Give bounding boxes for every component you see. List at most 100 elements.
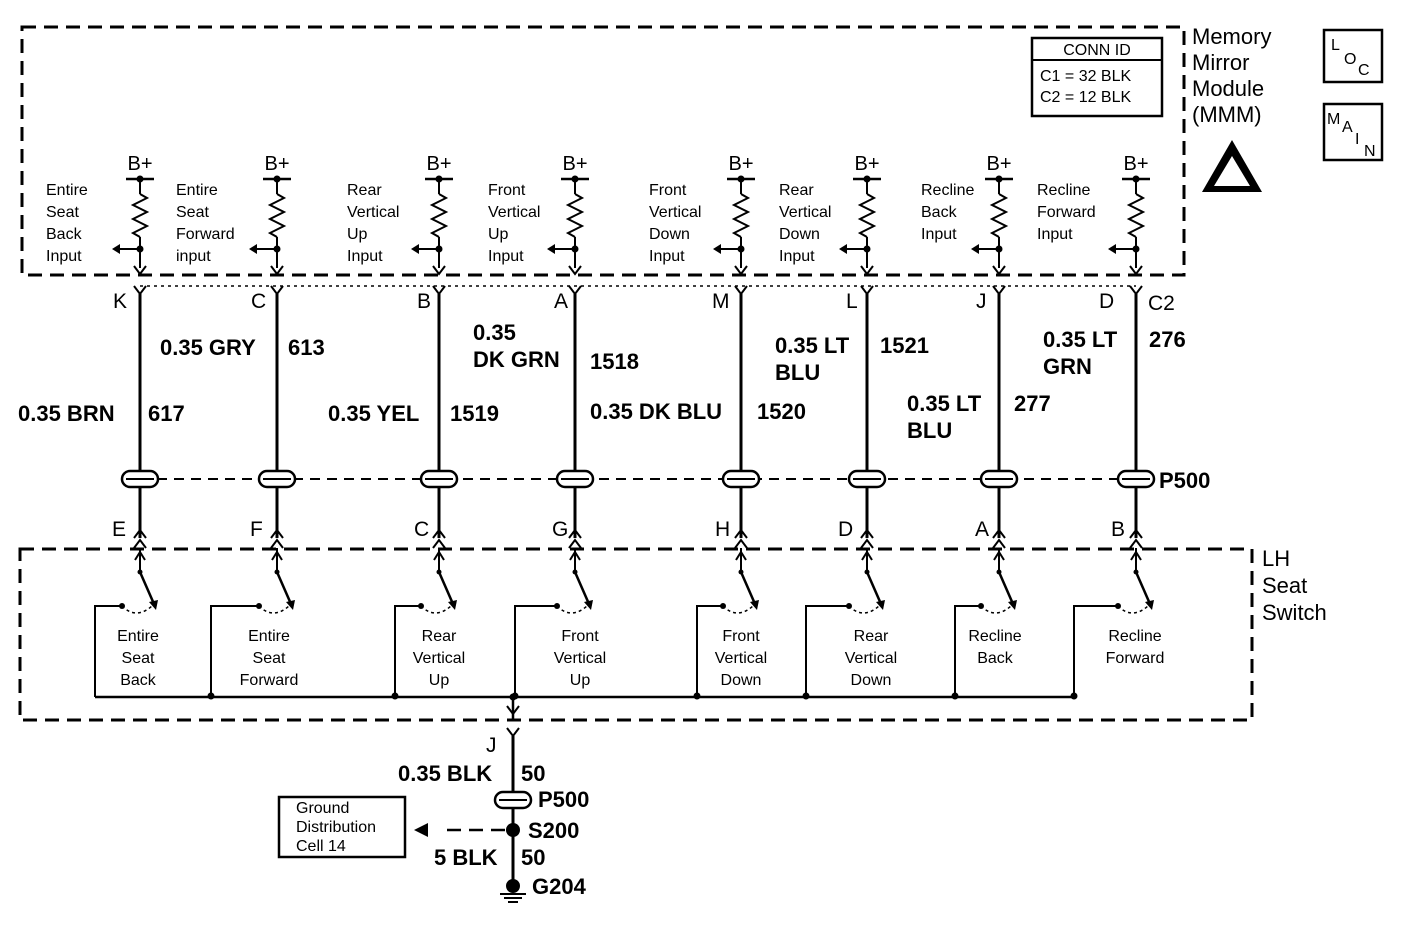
switch-arrow	[861, 550, 873, 561]
circuit-number: 613	[288, 335, 325, 360]
module-name: Mirror	[1192, 50, 1249, 75]
switch-name: Seat	[1262, 573, 1307, 598]
module-pin-chevron	[432, 265, 446, 276]
module-input-label: Seat	[46, 204, 79, 221]
switch-pin-letter: H	[715, 518, 730, 541]
switch-blade	[865, 571, 883, 605]
switch-blade-tip	[1145, 600, 1154, 610]
wire-color-label: 0.35 LT	[1043, 327, 1118, 352]
pullup-resistor	[857, 193, 877, 238]
switch-position-label: Back	[120, 672, 157, 689]
module-pin-chevron	[992, 265, 1006, 276]
module-pin-chevron	[1129, 265, 1143, 276]
switch-ground-lead	[210, 605, 259, 697]
wire-color-label: BLU	[775, 360, 820, 385]
switch-enclosure	[18, 547, 1254, 722]
switch-ground-lead	[94, 605, 122, 697]
switch-name: LH	[1262, 546, 1290, 571]
ground-p500-label: P500	[538, 787, 589, 812]
switch-blade-tip	[448, 600, 457, 610]
switch-pin-letter: E	[112, 518, 126, 541]
circuit-number: 276	[1149, 327, 1186, 352]
circuit-number: 277	[1014, 391, 1051, 416]
module-pin-chevron	[568, 265, 582, 276]
wire-color-label: 0.35 DK BLU	[590, 399, 722, 424]
module-input-label: Entire	[46, 182, 88, 199]
loc-letter: O	[1344, 51, 1356, 68]
switch-blade	[138, 571, 156, 605]
ground-reference-label: Ground	[296, 800, 349, 817]
module-input-label: Input	[46, 248, 82, 265]
switch-position-label: Entire	[117, 628, 159, 645]
pullup-resistor	[429, 193, 449, 238]
ground-wire2-color: 5 BLK	[434, 845, 498, 870]
switch-pin-chevron	[734, 528, 748, 539]
wire-color-label: 0.35 LT	[907, 391, 982, 416]
module-input-label: Forward	[1037, 204, 1096, 221]
switch-blade	[997, 571, 1015, 605]
input-arrow-head	[839, 244, 847, 254]
ground-point-node	[506, 879, 520, 893]
input-arrow-head	[1108, 244, 1116, 254]
switch-position-label: Back	[977, 650, 1014, 667]
circuit-number: 1519	[450, 401, 499, 426]
loc-icon	[1322, 28, 1384, 84]
ground-pin-chevron	[506, 727, 520, 738]
conn-id-line: C1 = 32 BLK	[1040, 68, 1132, 85]
switch-pin-chevron	[133, 528, 147, 539]
switch-blade	[1134, 571, 1152, 605]
conn-id-title: CONN ID	[1063, 42, 1131, 59]
module-pin-letter: L	[846, 290, 858, 313]
module-enclosure	[20, 25, 1186, 277]
splice-label: S200	[528, 818, 579, 843]
wire-color-label: 0.35 LT	[775, 333, 850, 358]
pullup-resistor	[267, 193, 287, 238]
circuit-number: 1520	[757, 399, 806, 424]
wire-color-label: 0.35	[473, 320, 516, 345]
module-pin-chevron	[133, 285, 147, 296]
switch-position-label: Seat	[253, 650, 286, 667]
switch-pin-chevron	[270, 528, 284, 539]
ground-bus-node	[509, 693, 517, 701]
module-input-label: Input	[1037, 226, 1073, 243]
switch-position-label: Recline	[1108, 628, 1161, 645]
circuit-number: 617	[148, 401, 185, 426]
switch-blade	[739, 571, 757, 605]
switch-arrow	[271, 550, 283, 561]
switch-blade-tip	[286, 600, 295, 610]
switch-pin-letter: F	[250, 518, 263, 541]
wire-color-label: 0.35 YEL	[328, 401, 419, 426]
switch-dashed-arc	[980, 605, 1012, 614]
module-pin-chevron	[568, 285, 582, 296]
b-plus-label: B+	[264, 153, 289, 175]
switch-dashed-arc	[556, 605, 588, 614]
switch-blade-tip	[750, 600, 759, 610]
switch-dashed-arc	[722, 605, 754, 614]
module-name: Module	[1192, 76, 1264, 101]
module-pin-letter: J	[976, 290, 987, 313]
switch-position-label: Up	[570, 672, 591, 689]
module-pin-chevron	[860, 265, 874, 276]
switch-pin-chevron	[860, 538, 874, 549]
switch-pin-chevron	[992, 538, 1006, 549]
module-pin-chevron	[270, 265, 284, 276]
module-input-label: Vertical	[347, 204, 399, 221]
module-pin-chevron	[1129, 285, 1143, 296]
b-plus-label: B+	[127, 153, 152, 175]
conn-id-box	[1030, 36, 1164, 118]
module-input-label: Up	[488, 226, 509, 243]
input-arrow-head	[411, 244, 419, 254]
module-pin-letter: M	[712, 290, 730, 313]
switch-position-label: Recline	[968, 628, 1021, 645]
switch-name: Switch	[1262, 600, 1327, 625]
switch-blade-tip	[1008, 600, 1017, 610]
module-pin-chevron	[270, 285, 284, 296]
switch-arrow	[134, 550, 146, 561]
switch-dashed-arc	[258, 605, 290, 614]
module-input-label: Vertical	[488, 204, 540, 221]
wire-color-label: 0.35 BRN	[18, 401, 115, 426]
switch-blade-tip	[584, 600, 593, 610]
module-input-label: Up	[347, 226, 368, 243]
switch-position-label: Rear	[854, 628, 889, 645]
